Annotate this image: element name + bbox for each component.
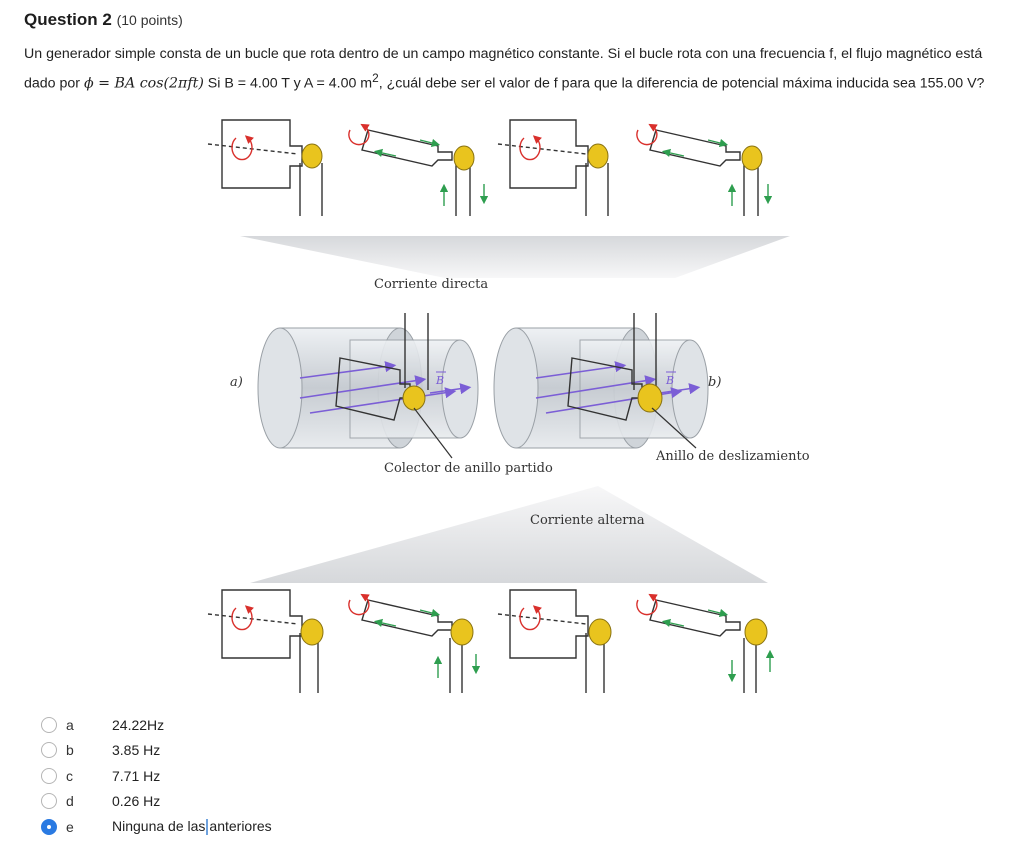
option-text-b: 3.85 Hz	[112, 742, 161, 759]
answer-options: a 24.22Hz b 3.85 Hz c 7.71 Hz d 0.26 Hz …	[38, 712, 272, 840]
option-letter-d: d	[66, 793, 74, 810]
ac-brush-3	[588, 618, 612, 646]
option-text-c: 7.71 Hz	[112, 767, 161, 784]
option-letter-e: e	[66, 818, 74, 835]
ac-loop-2	[348, 593, 481, 693]
question-text-part3: , ¿cuál debe ser el valor de f para que …	[378, 75, 985, 92]
split-ring-commutator	[402, 385, 426, 411]
dc-brush-2	[453, 145, 475, 171]
label-b: b)	[708, 375, 721, 390]
dc-loop-3	[497, 119, 609, 216]
option-a[interactable]: a 24.22Hz	[38, 712, 164, 738]
ac-brush-2	[450, 618, 474, 646]
radio-c[interactable]	[41, 767, 57, 784]
dc-loop-2	[348, 123, 489, 216]
question-title: Question 2	[24, 10, 112, 29]
option-letter-a: a	[66, 716, 74, 733]
ac-loop-3	[497, 589, 605, 693]
label-a: a)	[230, 375, 243, 390]
text-cursor	[206, 819, 209, 836]
option-text-e-before: Ninguna de las	[112, 818, 206, 835]
option-text-d: 0.26 Hz	[112, 793, 161, 810]
ac-loop-4	[636, 593, 775, 693]
flux-formula: ϕ = BA cos(2πft)	[83, 75, 204, 92]
radio-d[interactable]	[41, 793, 57, 810]
option-d[interactable]: d 0.26 Hz	[38, 789, 160, 815]
label-anillo-deslizamiento: Anillo de deslizamiento	[655, 449, 810, 464]
slip-ring	[637, 383, 663, 413]
dc-brush-4	[741, 145, 763, 171]
dc-brush-3	[587, 143, 609, 169]
label-corriente-alterna: Corriente alterna	[530, 513, 645, 528]
ac-loop-1	[207, 589, 319, 693]
dc-brush-1	[301, 143, 323, 169]
radio-b[interactable]	[41, 742, 57, 759]
label-colector-anillo-partido: Colector de anillo partido	[384, 461, 553, 476]
option-b[interactable]: b 3.85 Hz	[38, 738, 160, 764]
field-label-b-b: B	[665, 374, 674, 387]
option-text-a: 24.22Hz	[112, 716, 165, 733]
option-c[interactable]: c 7.71 Hz	[38, 763, 160, 789]
generator-figure: Corriente directa B B a	[207, 119, 810, 693]
ac-brush-1	[300, 618, 324, 646]
radio-a[interactable]	[41, 716, 57, 733]
dc-loop-4	[636, 123, 773, 216]
option-letter-b: b	[66, 742, 74, 759]
ac-fan-background	[250, 486, 768, 583]
radio-e-selected[interactable]	[41, 818, 57, 835]
option-letter-c: c	[66, 767, 73, 784]
area-unit-superscript: 2	[372, 71, 379, 85]
pointer-slip-ring	[651, 407, 697, 449]
magnet-cylinder-a	[257, 327, 479, 449]
dc-loop-1	[207, 119, 323, 216]
question-text-part2: Si B = 4.00 T y A = 4.00 m	[203, 75, 373, 92]
option-text-e-after: anteriores	[209, 818, 272, 835]
question-header: Question 2 (10 points)	[24, 10, 183, 30]
question-points: (10 points)	[116, 12, 183, 28]
pointer-split-ring	[413, 407, 453, 459]
question-text-part1: Un generador simple consta de un bucle q…	[24, 46, 983, 92]
question-text: Un generador simple consta de un bucle q…	[24, 42, 999, 96]
label-corriente-directa: Corriente directa	[374, 277, 488, 292]
ac-brush-4	[744, 618, 768, 646]
dc-fan-background	[240, 236, 790, 278]
field-label-b-a: B	[435, 374, 444, 387]
